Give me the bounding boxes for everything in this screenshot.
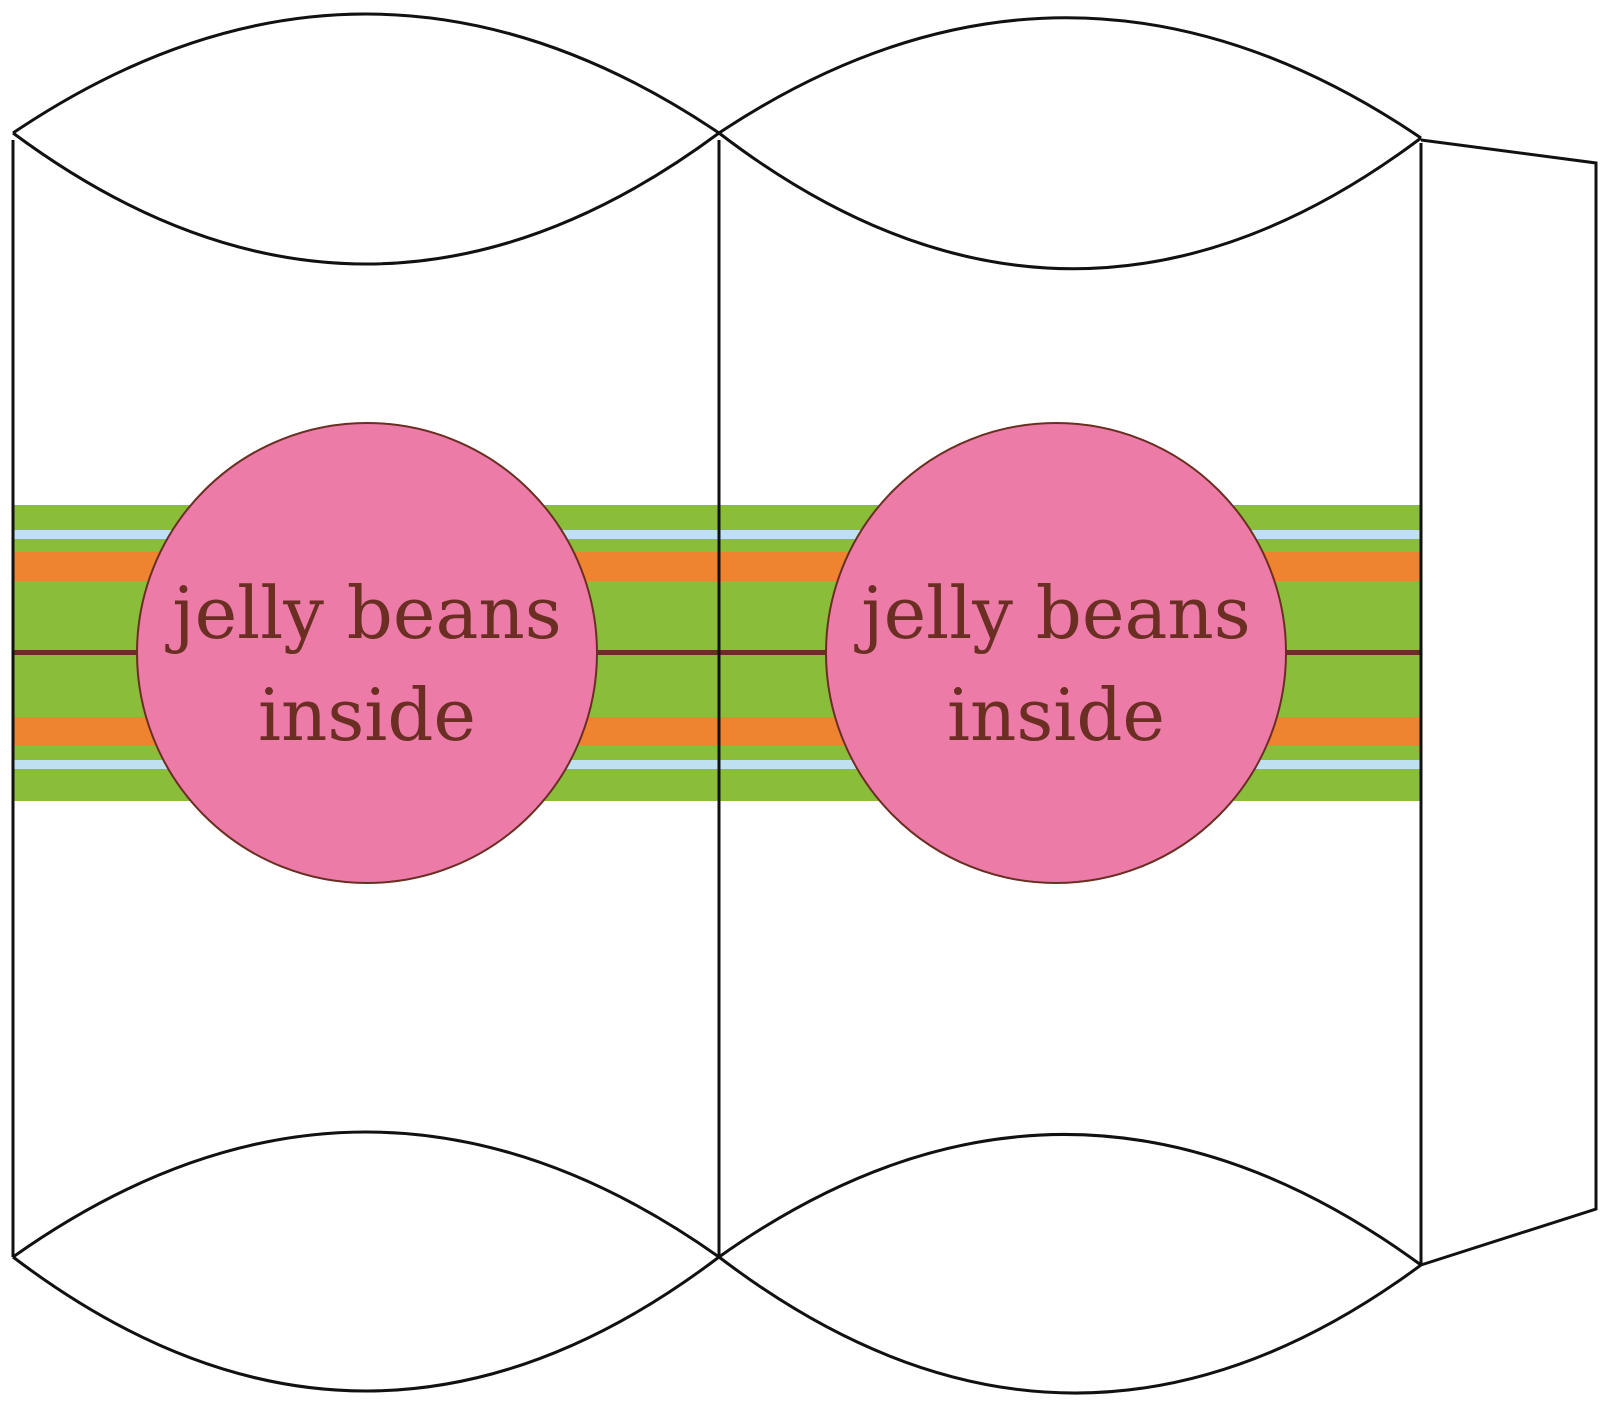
top-flap-inner-right — [718, 131, 1422, 271]
bottom-flap-inner-right — [718, 1133, 1422, 1267]
bottom-flap-inner-left — [12, 1130, 720, 1259]
top-flap-outer-right — [718, 16, 1422, 140]
label-line2: inside — [258, 673, 476, 757]
bottom-flap-outer-right — [718, 1255, 1422, 1395]
box-outline — [11, 12, 1598, 1395]
top-flap-inner-left — [12, 131, 720, 266]
label-circle-right: jelly beans inside — [825, 422, 1287, 884]
label-line1: jelly beans — [165, 571, 562, 655]
bottom-flap-outer-left — [12, 1255, 720, 1393]
label-circle-left: jelly beans inside — [136, 422, 598, 884]
top-flap-outer-left — [12, 12, 720, 135]
label-line1: jelly beans — [854, 571, 1251, 655]
glue-tab — [1420, 138, 1598, 1267]
label-line2: inside — [947, 673, 1165, 757]
